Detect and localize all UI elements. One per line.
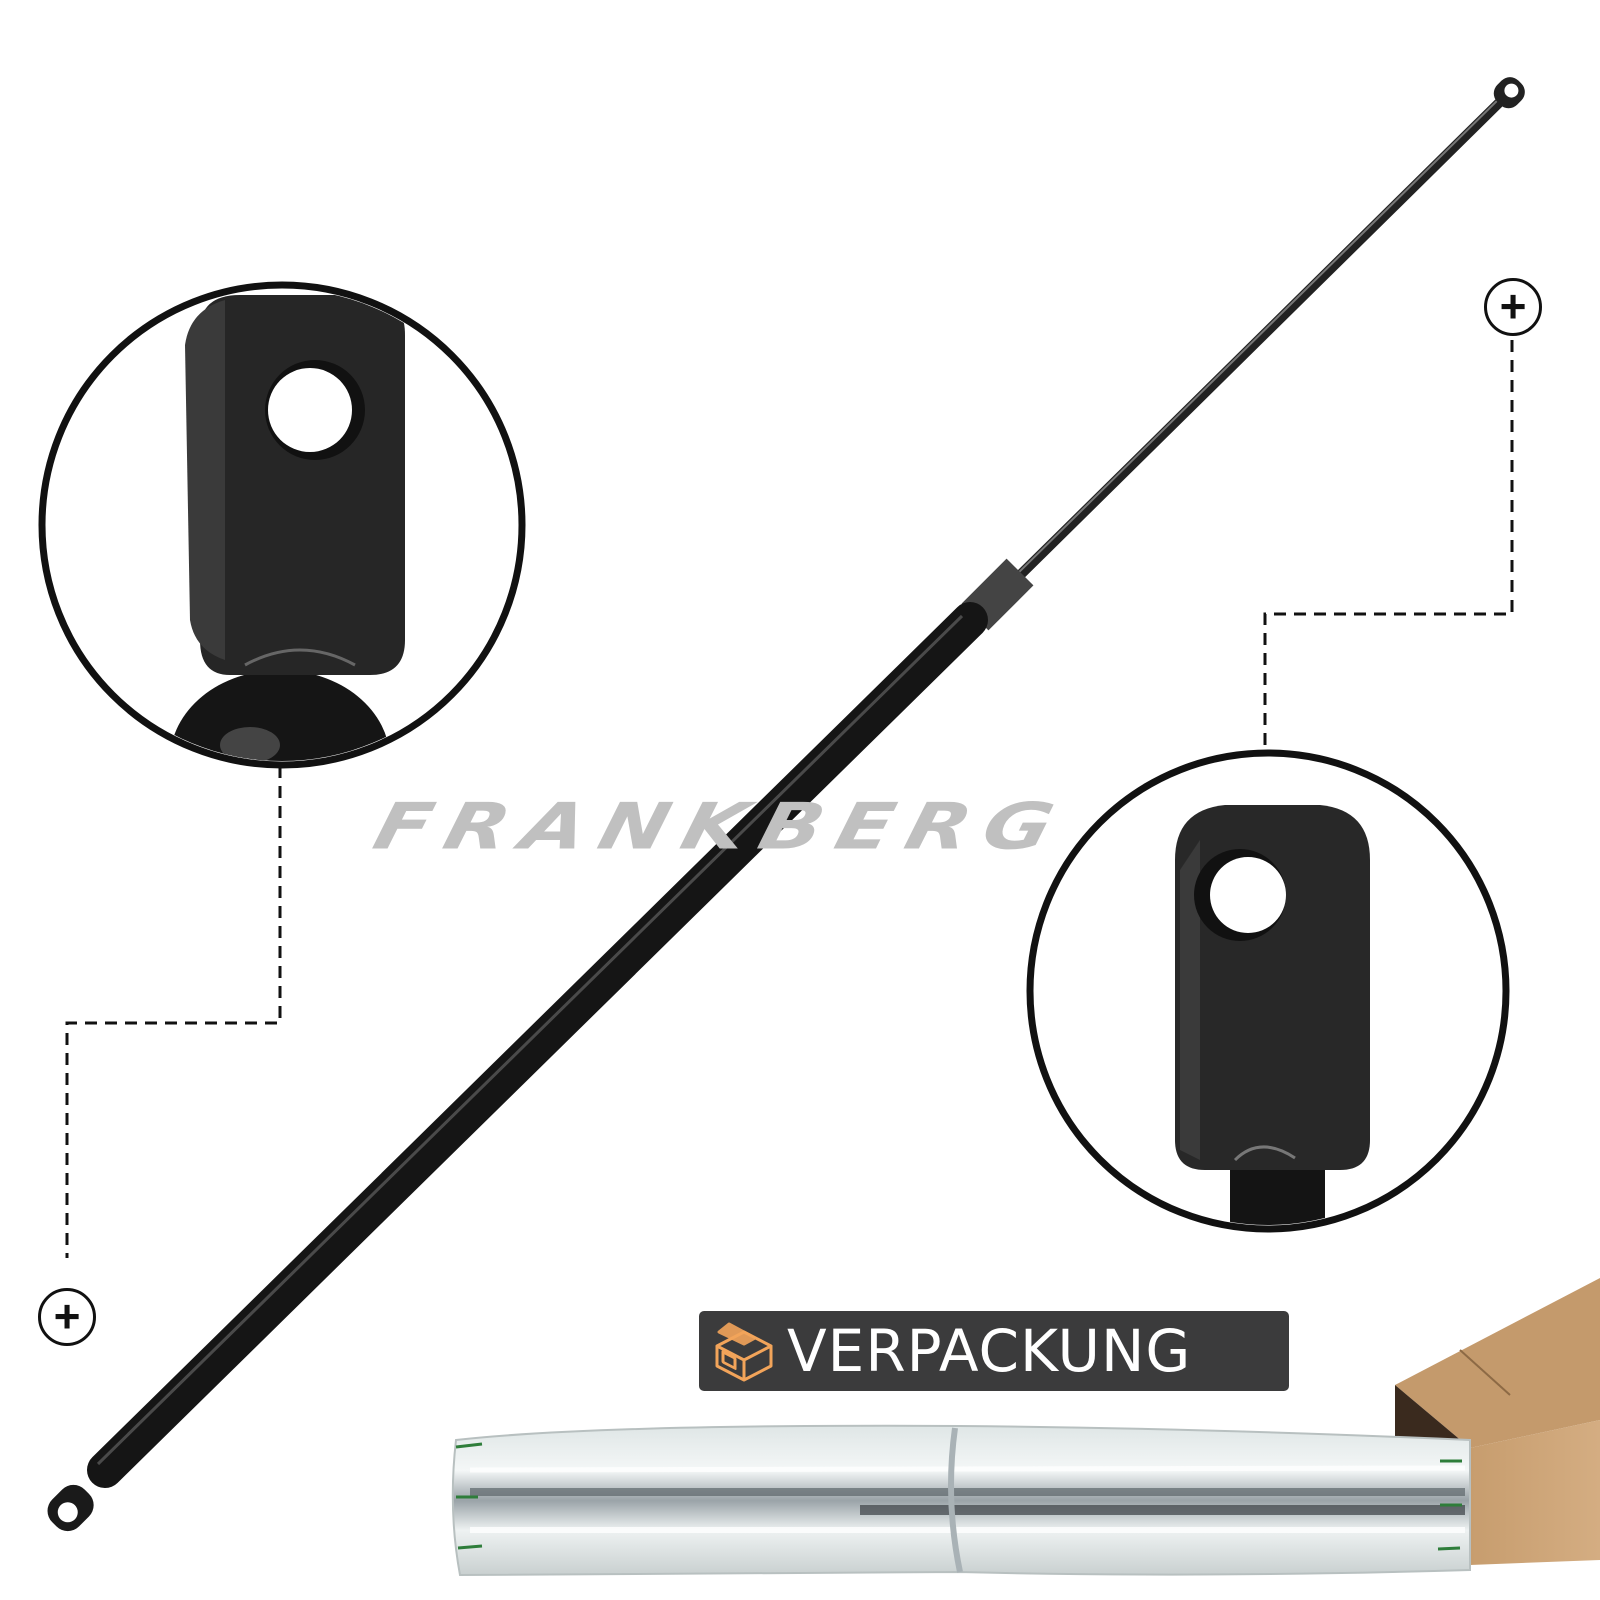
eyelet-closeup-top [170,295,405,761]
piston-rod [1005,87,1515,590]
packaging-badge: VERPACKUNG [699,1311,1289,1391]
plus-circle-icon: + [1499,279,1527,332]
eyelet-closeup-bottom [1175,805,1370,1225]
box-icon [715,1322,773,1382]
cylinder-body [87,602,988,1488]
plus-marker-top-right[interactable]: + [1484,278,1542,336]
top-eyelet [1493,77,1525,109]
packaging-label: VERPACKUNG [787,1317,1192,1385]
leader-line-right [1263,340,1514,745]
air-cushion-wrap [451,1424,1471,1577]
leader-line-left [65,766,282,1258]
bottom-eyelet [47,1484,94,1532]
plus-circle-icon: + [53,1289,81,1342]
plus-marker-bottom-left[interactable]: + [38,1288,96,1346]
